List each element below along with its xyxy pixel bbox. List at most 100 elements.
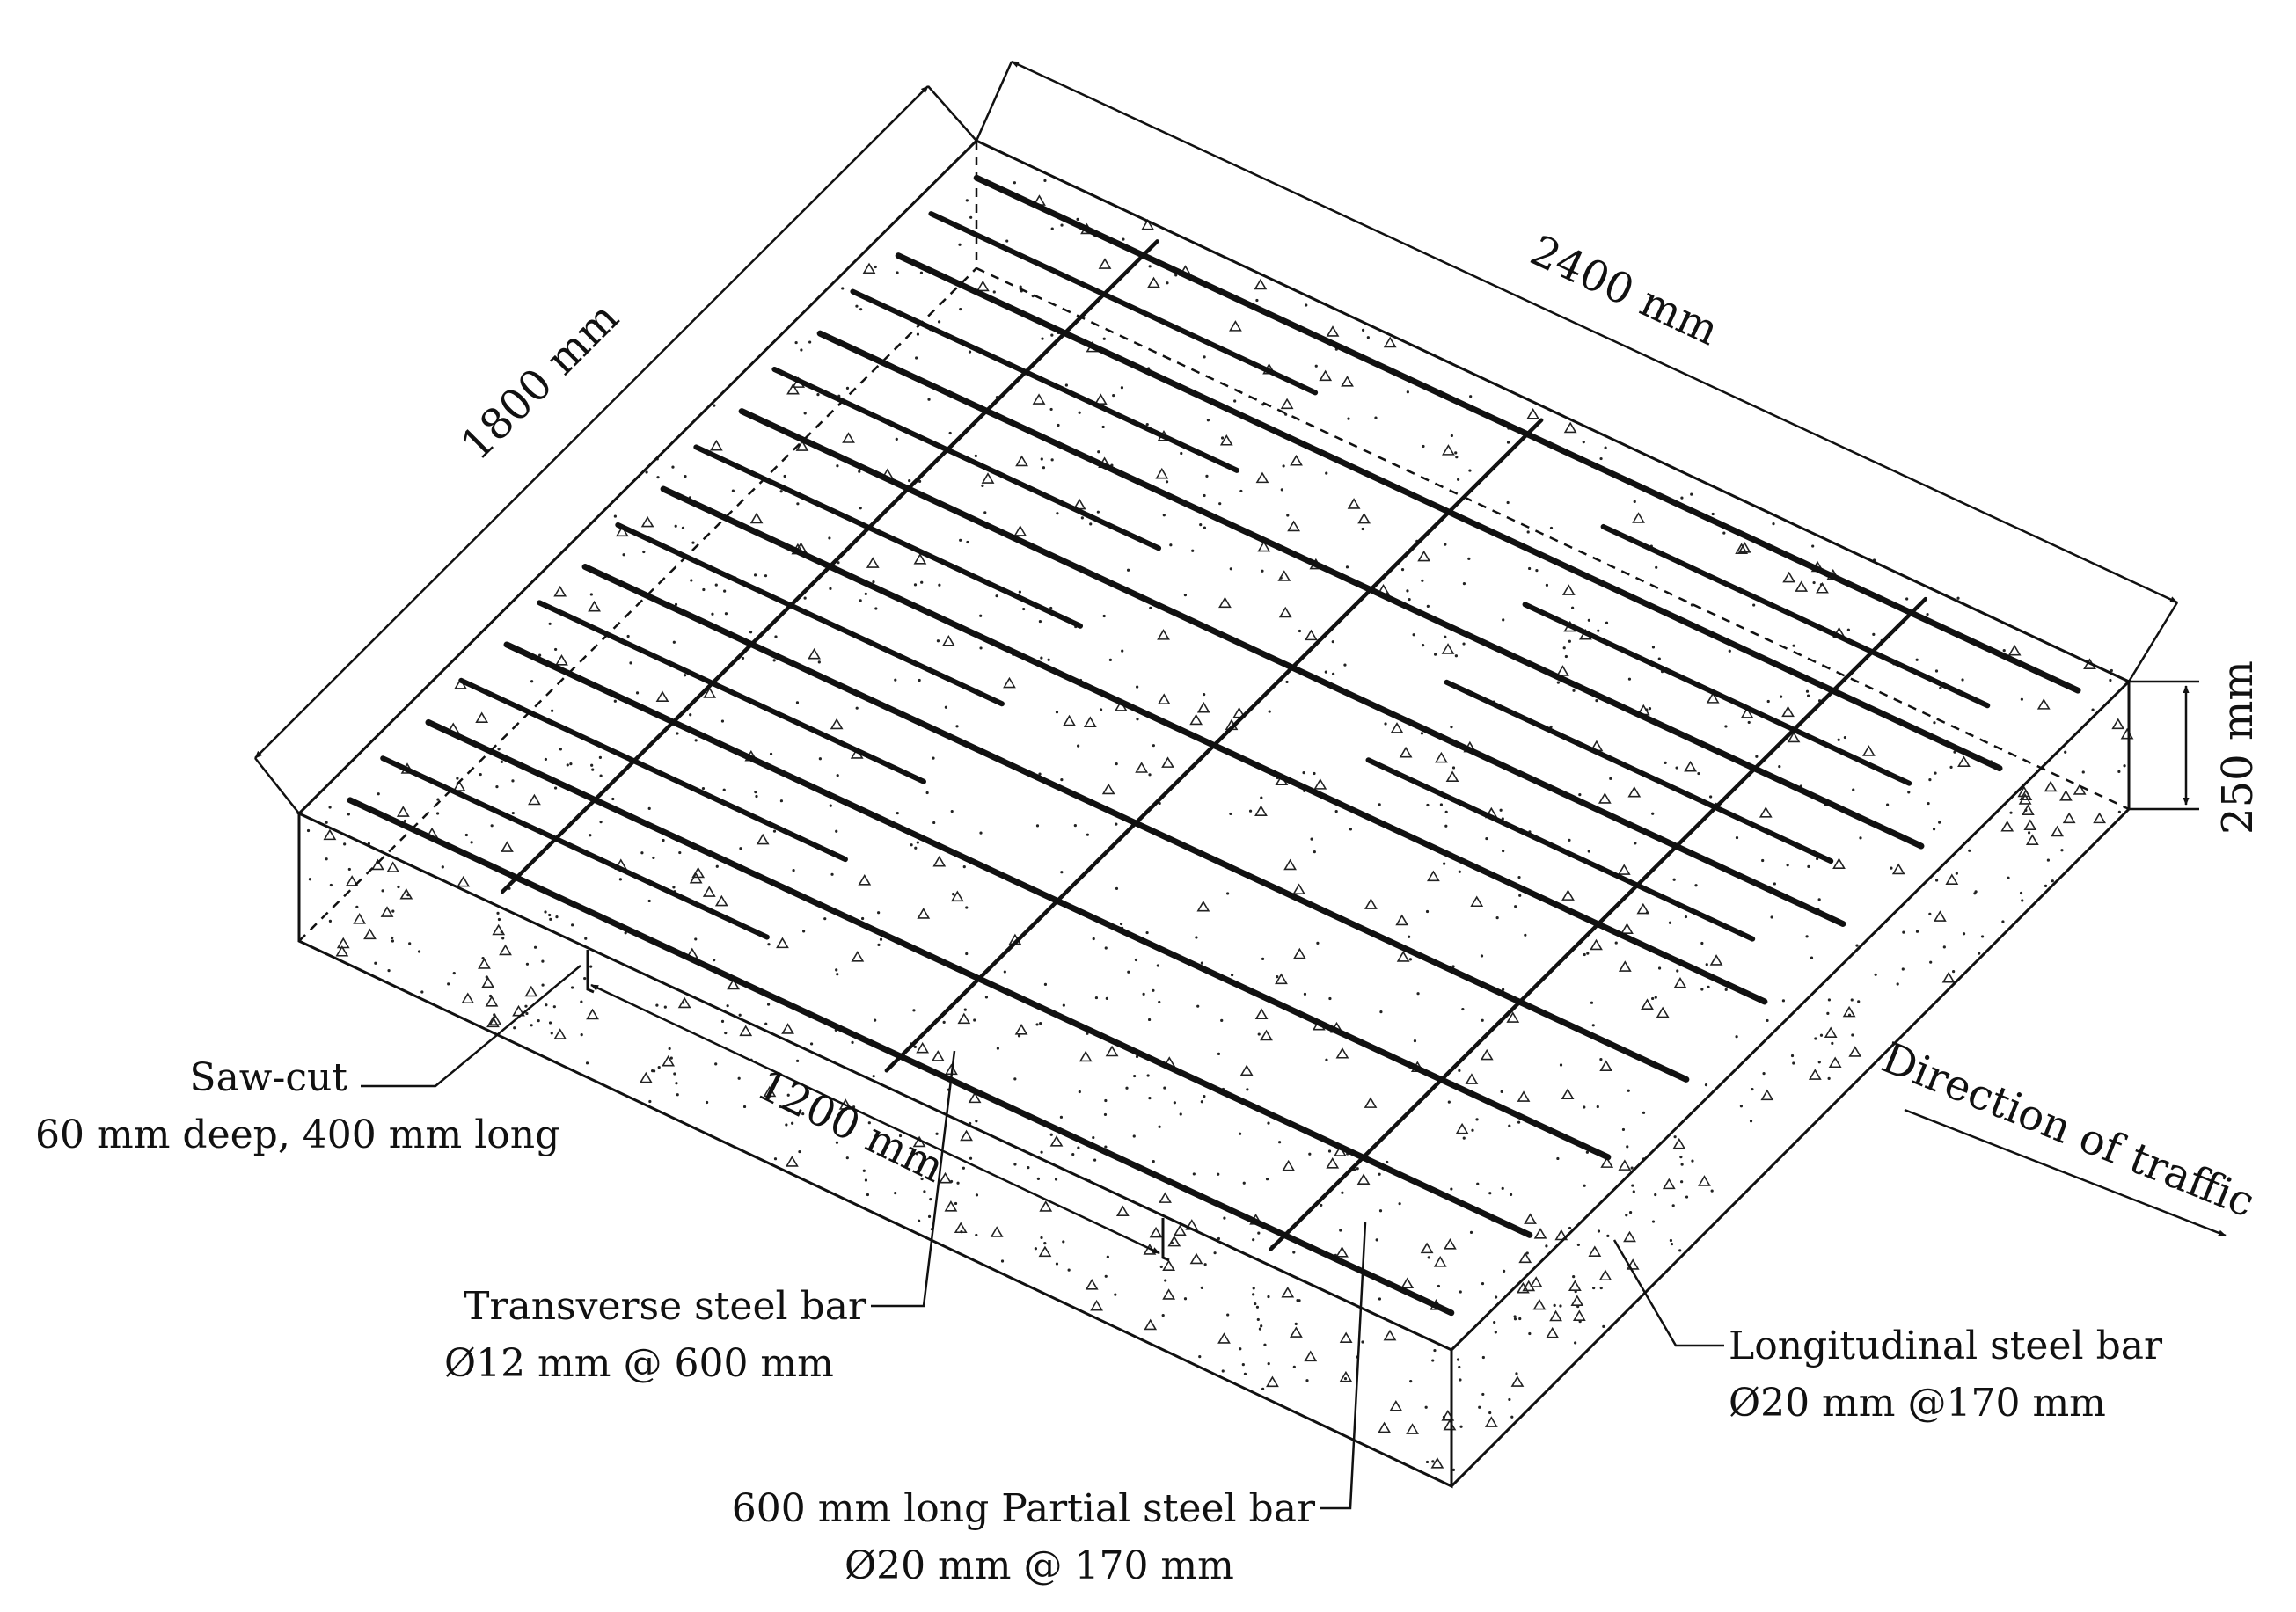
aggregate-triangle [1426,870,1440,882]
aggregate-dot [796,502,800,506]
aggregate-dot [950,809,954,813]
aggregate-dot [1040,1150,1043,1154]
aggregate-dot [1057,423,1060,427]
aggregate-dot [1499,808,1503,812]
aggregate-dot [1587,850,1590,853]
aggregate-triangle [380,906,394,917]
aggregate-dot [2021,899,2024,902]
aggregate-dot [1356,1167,1359,1171]
aggregate-dot [1462,642,1466,646]
aggregate-dot [955,725,959,728]
aggregate-triangle [486,1016,500,1028]
aggregate-dot [1231,974,1234,977]
aggregate-dot [1599,1286,1603,1290]
aggregate-dot [1651,646,1656,649]
aggregate-dot [1710,1189,1714,1193]
aggregate-dot [1978,952,1981,955]
aggregate-dot [1147,1018,1152,1022]
aggregate-triangle [1015,455,1028,467]
aggregate-dot [965,952,969,956]
aggregate-dot [851,1040,854,1044]
aggregate-dot [1896,982,1899,986]
aggregate-dot [1136,718,1139,721]
aggregate-dot [1040,1236,1043,1240]
aggregate-dot [1509,1193,1513,1196]
aggregate-dot [1043,982,1048,987]
aggregate-dot [1303,992,1307,996]
aggregate-dot [1060,871,1064,874]
aggregate-dot [629,661,632,665]
aggregate-dot [1704,1083,1708,1087]
aggregate-dot [915,356,918,360]
aggregate-dot [1576,1243,1580,1247]
leader-partial [1320,1222,1367,1510]
aggregate-dot [1108,658,1112,661]
aggregate-dot [1749,1120,1753,1123]
aggregate-dot [872,1075,875,1078]
aggregate-triangle [1417,550,1431,562]
aggregate-dot [1905,597,1909,601]
aggregate-triangle [1013,525,1027,536]
aggregate-triangle [1255,471,1269,484]
aggregate-triangle [1672,1137,1686,1149]
aggregate-dot [1444,635,1447,638]
aggregate-dot [1443,862,1446,865]
aggregate-dot [979,646,983,650]
aggregate-dot [598,755,602,759]
aggregate-dot [753,573,757,577]
aggregate-dot [1851,1033,1854,1037]
aggregate-dot [1807,864,1810,868]
longitudinal-title: Longitudinal steel bar [1729,1324,2163,1368]
aggregate-dot [1700,988,1704,991]
aggregate-dot [496,911,500,915]
aggregate-dot [845,386,850,390]
aggregate-dot [1238,1132,1242,1135]
aggregate-dot [548,622,552,625]
aggregate-dot [1956,596,1960,600]
aggregate-dot [1926,612,1929,616]
aggregate-dot [1817,1061,1821,1064]
aggregate-triangle [1341,376,1354,387]
aggregate-dot [647,806,651,810]
aggregate-dot [1267,1362,1270,1366]
aggregate-dot [1928,912,1932,915]
aggregate-dot [500,760,503,763]
partial-bar [537,600,926,784]
aggregate-dot [1755,755,1759,758]
aggregate-dot [417,950,421,953]
leader-longitudinal [1612,1239,1724,1347]
aggregate-dot [1067,1268,1071,1272]
aggregate-dot [1347,417,1350,420]
aggregate-dot [559,748,562,751]
aggregate-dot [513,1026,516,1030]
aggregate-triangle [1636,902,1650,915]
aggregate-triangle [1598,1269,1612,1281]
aggregate-dot [1508,1124,1511,1127]
aggregate-dot [1680,1163,1684,1166]
aggregate-triangle [1378,1421,1392,1433]
aggregate-dot [1591,1024,1595,1027]
aggregate-triangle [1319,369,1333,382]
aggregate-triangle [1339,1370,1353,1382]
aggregate-triangle [2111,718,2125,730]
aggregate-dot [975,1120,978,1123]
aggregate-dot [859,599,862,602]
aggregate-dot [1770,915,1773,919]
aggregate-dot [391,936,394,940]
aggregate-dot [1268,710,1271,713]
aggregate-triangle [1281,1286,1295,1298]
aggregate-dot [1556,1156,1560,1161]
aggregate-dot [1305,1379,1309,1382]
aggregate-dot [1339,1229,1342,1232]
aggregate-dot [652,856,655,860]
aggregate-dot [1327,1149,1332,1153]
aggregate-triangle [981,472,995,484]
aggregate-triangle [1287,520,1301,532]
aggregate-dot [1166,281,1169,285]
aggregate-dot [645,470,648,474]
partial-bar [1522,602,1912,786]
aggregate-triangle [1115,1205,1130,1217]
aggregate-triangle [1196,900,1210,912]
aggregate-triangle [939,1171,952,1184]
transverse-detail: Ø12 mm @ 600 mm [444,1341,834,1386]
